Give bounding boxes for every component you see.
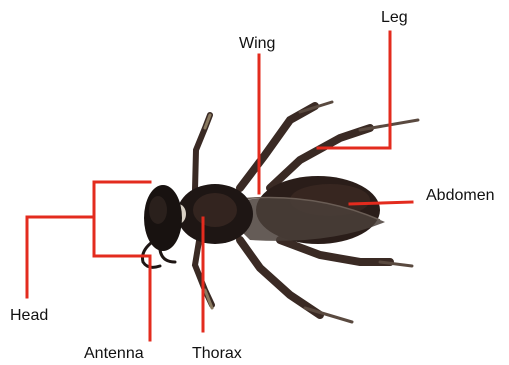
label-leg: Leg	[381, 10, 408, 26]
leg-front-upper	[195, 115, 210, 190]
head-eye	[149, 196, 167, 224]
head-bracket	[94, 182, 150, 256]
antenna-right	[160, 250, 175, 262]
abdomen-leader-line	[350, 202, 412, 204]
thorax-highlight	[193, 193, 237, 227]
leg-middle-lower-tarsus	[305, 308, 352, 322]
label-abdomen: Abdomen	[426, 188, 495, 204]
head-leader-line	[27, 217, 94, 297]
leg-hind-lower	[280, 240, 390, 262]
label-antenna: Antenna	[84, 346, 144, 362]
label-head: Head	[10, 308, 48, 324]
label-wing: Wing	[239, 36, 275, 52]
label-thorax: Thorax	[192, 346, 242, 362]
